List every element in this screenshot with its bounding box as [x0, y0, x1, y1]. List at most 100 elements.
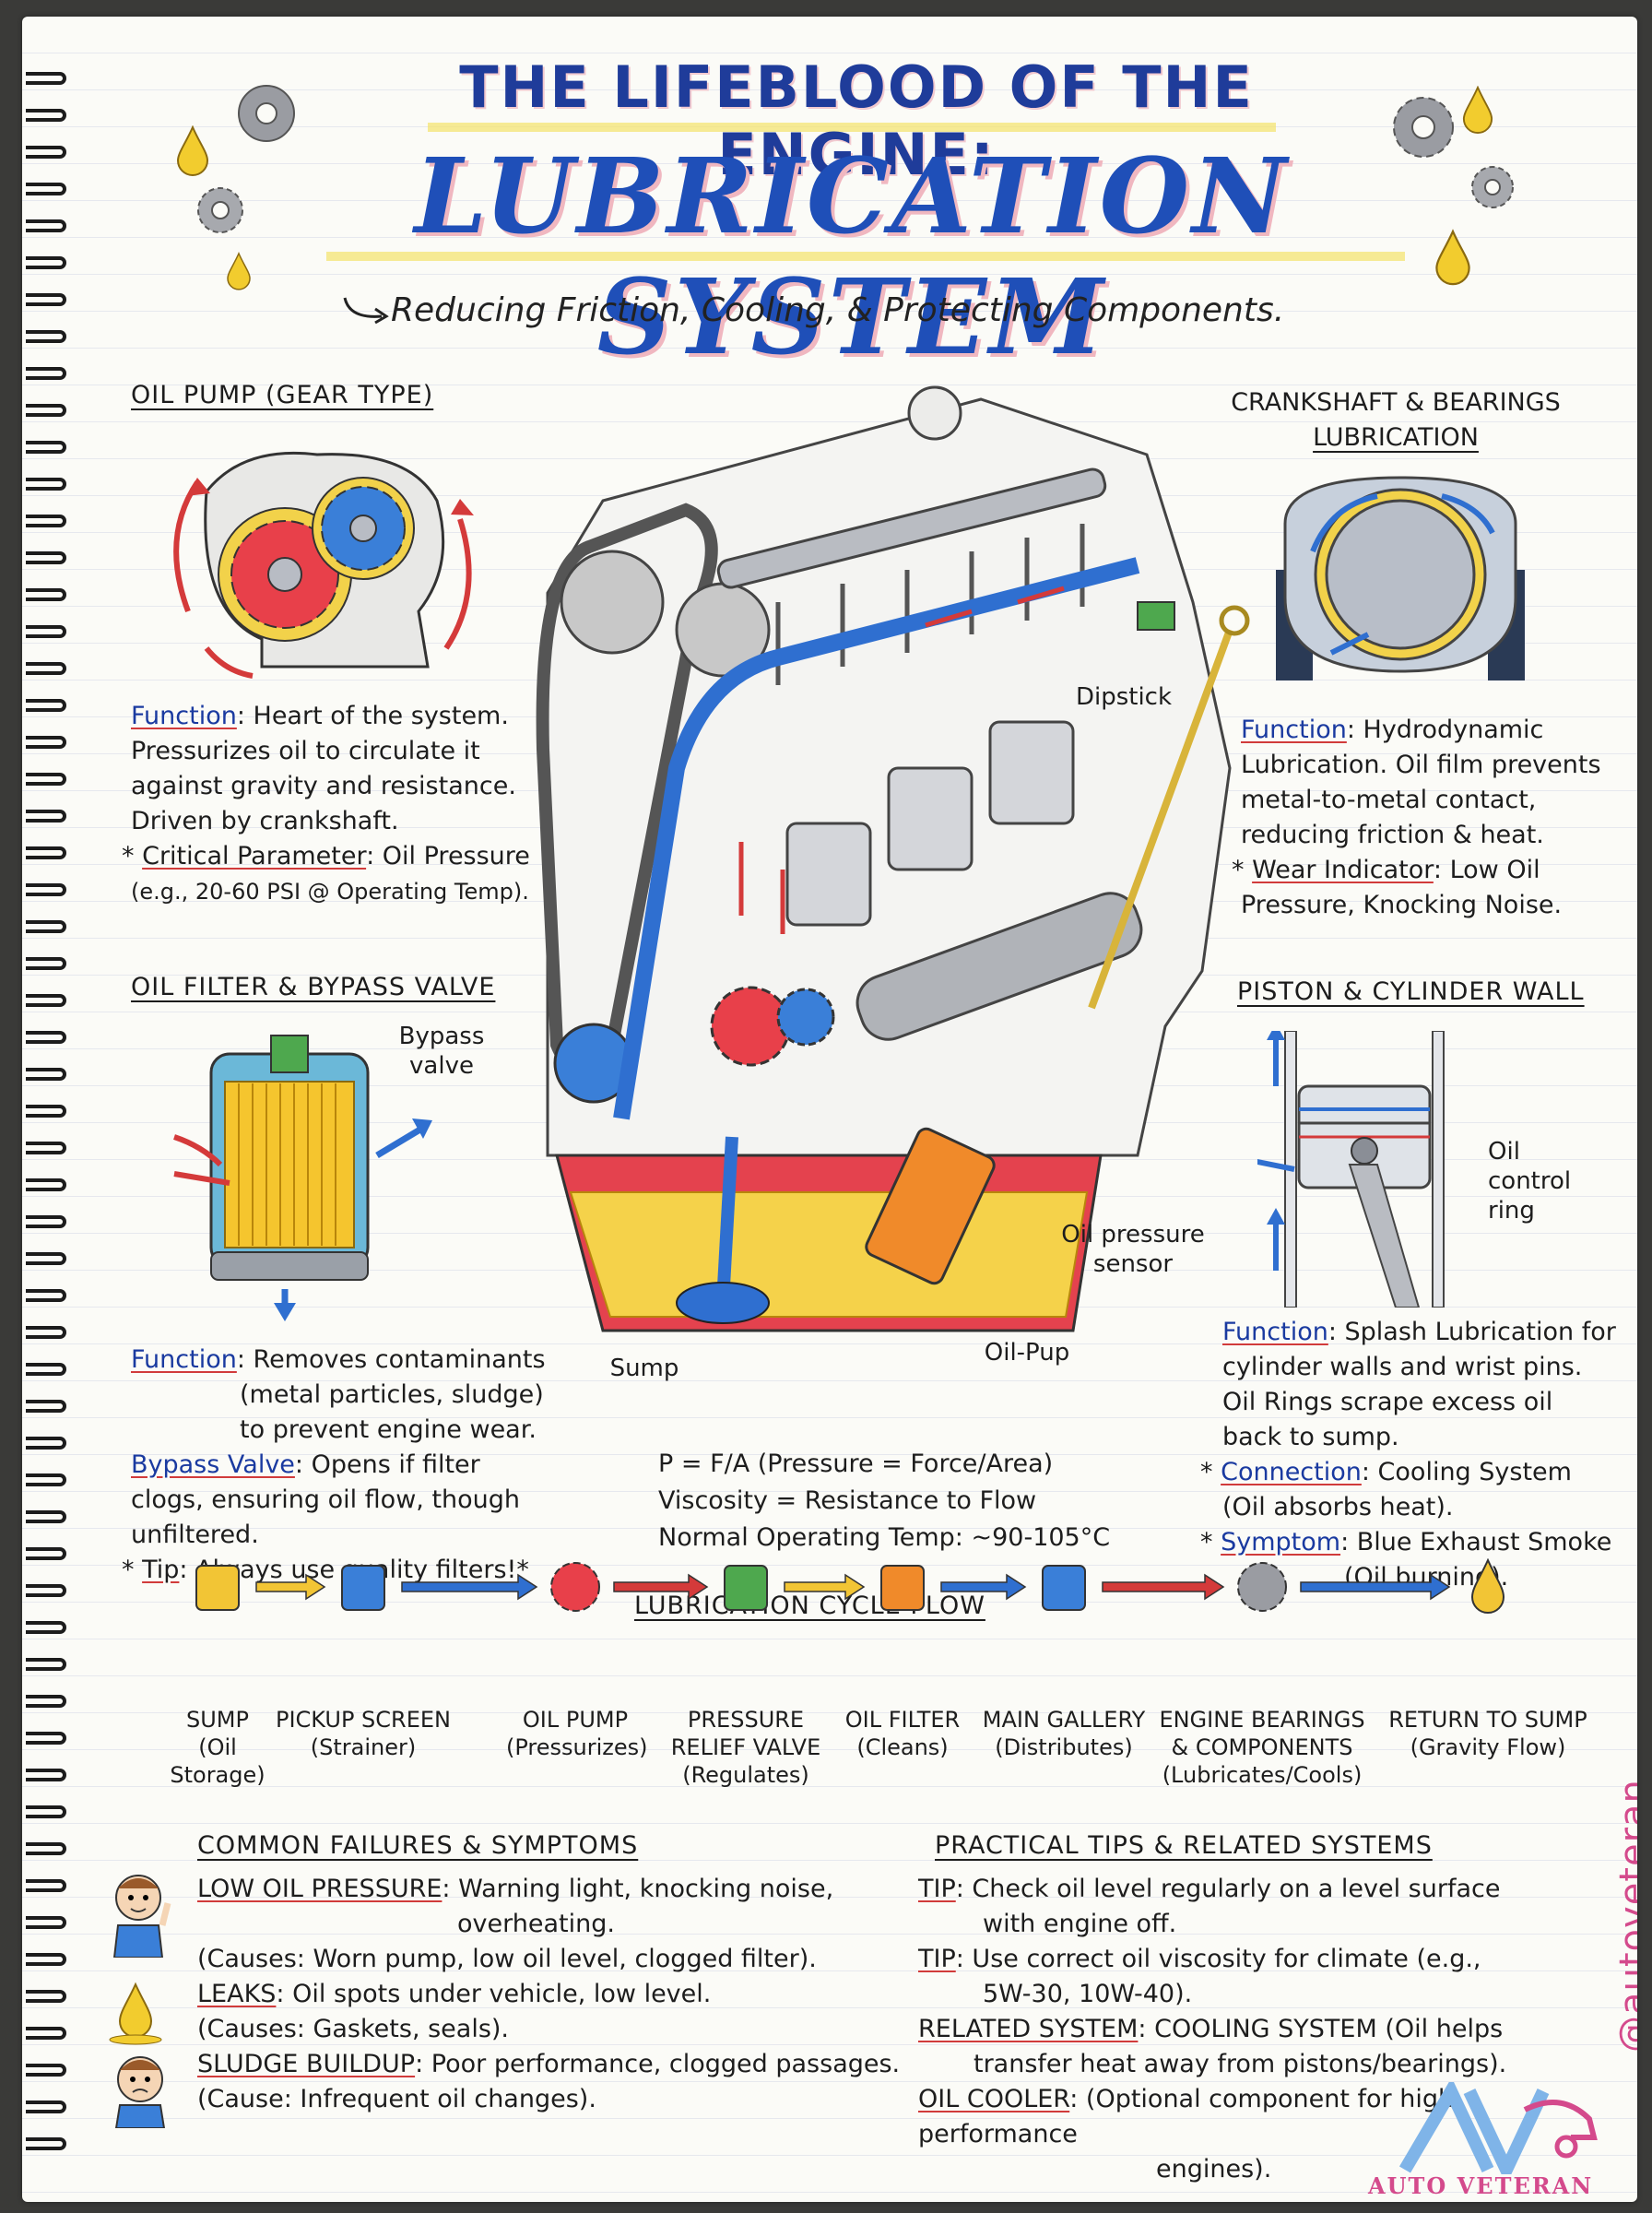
page-title-main: LUBRICATION SYSTEM: [414, 136, 1290, 378]
flow-step: SUMP(Oil Storage): [148, 1706, 287, 1789]
flow-step: MAIN GALLERY(Distributes): [976, 1706, 1151, 1761]
sump-label: Sump: [609, 1355, 679, 1382]
spiral-ring: [26, 1473, 66, 1486]
flow-step: OIL PUMP(Pressurizes): [506, 1706, 648, 1761]
spiral-ring: [26, 72, 66, 85]
oil-pressure-sensor-label: Oil pressure sensor: [1061, 1221, 1205, 1278]
spiral-ring: [26, 920, 66, 933]
spiral-ring: [26, 256, 66, 269]
spiral-ring: [26, 1953, 66, 1966]
flow-step-subtitle: (Distributes): [995, 1734, 1133, 1760]
person-pointing-icon: [112, 1875, 171, 1958]
crankshaft-bearing-illustration: [1276, 476, 1525, 680]
spiral-ring: [26, 1879, 66, 1892]
flow-step-subtitle: (Oil Storage): [170, 1734, 266, 1788]
spiral-ring: [26, 146, 66, 159]
flow-step-subtitle: (Lubricates/Cools): [1162, 1762, 1363, 1788]
page-subtitle: Reducing Friction, Cooling, & Protecting…: [391, 291, 1285, 329]
spiral-ring: [26, 773, 66, 786]
pickup-screen-icon: [341, 1565, 385, 1611]
spiral-ring: [26, 588, 66, 601]
flow-step-title: PICKUP SCREEN: [275, 1707, 452, 1733]
spiral-ring: [26, 404, 66, 417]
title-highlight: [428, 123, 1276, 132]
oil-filter-illustration: [173, 1035, 432, 1321]
flow-step-title: OIL FILTER: [844, 1707, 961, 1733]
oil-filter-icon: [880, 1565, 925, 1611]
spiral-ring: [26, 1732, 66, 1745]
spiral-ring: [26, 2027, 66, 2040]
spiral-ring: [26, 1842, 66, 1855]
flow-step-subtitle: (Strainer): [310, 1734, 417, 1760]
flow-step-title: SUMP: [186, 1707, 249, 1733]
spiral-ring: [26, 2064, 66, 2077]
arrow-icon: [343, 297, 389, 325]
worried-person-icon: [114, 2056, 166, 2128]
spiral-ring: [26, 699, 66, 712]
notebook-page: THE LIFEBLOOD OF THE ENGINE: LUBRICATION…: [22, 17, 1637, 2202]
flow-arrow-icon: [613, 1573, 709, 1601]
failures-list: LOW OIL PRESSURE: Warning light, knockin…: [197, 1875, 901, 2113]
title-highlight: [326, 252, 1405, 261]
spiral-ring: [26, 625, 66, 638]
spiral-ring: [26, 1769, 66, 1781]
crankshaft-description: Function: Hydrodynamic Lubrication. Oil …: [1232, 716, 1601, 919]
page-title: THE LIFEBLOOD OF THE ENGINE:: [459, 53, 1254, 188]
spiral-ring: [26, 1805, 66, 1818]
spiral-ring: [26, 957, 66, 970]
spiral-ring: [26, 551, 66, 564]
spiral-ring: [26, 662, 66, 675]
piston-heading: PISTON & CYLINDER WALL: [1237, 977, 1585, 1006]
gear-icon: [197, 187, 243, 233]
spiral-ring: [26, 1916, 66, 1929]
spiral-ring: [26, 1363, 66, 1376]
spiral-ring: [26, 1584, 66, 1597]
spiral-binding: [22, 72, 68, 2193]
oil-drop-icon: [1435, 229, 1470, 286]
spiral-ring: [26, 367, 66, 380]
spiral-ring: [26, 1031, 66, 1044]
bypass-valve-label: Bypass valve: [398, 1023, 485, 1080]
flow-step-title: OIL PUMP: [522, 1707, 629, 1733]
spiral-ring: [26, 994, 66, 1007]
flow-step: PRESSURE RELIEF VALVE(Regulates): [663, 1706, 829, 1789]
spiral-ring: [26, 1215, 66, 1228]
oil-filter-heading: OIL FILTER & BYPASS VALVE: [131, 973, 496, 1001]
spiral-ring: [26, 109, 66, 122]
flow-step: ENGINE BEARINGS & COMPONENTS(Lubricates/…: [1151, 1706, 1373, 1789]
formulas-block: P = F/A (Pressure = Force/Area) Viscosit…: [658, 1450, 1111, 1552]
spiral-ring: [26, 441, 66, 454]
flow-arrow-icon: [940, 1573, 1027, 1601]
flow-step: OIL FILTER(Cleans): [843, 1706, 962, 1761]
oil-drop-icon: [1462, 86, 1493, 134]
oil-drop-icon: [227, 252, 251, 290]
spiral-ring: [26, 1510, 66, 1523]
spiral-ring: [26, 736, 66, 749]
spiral-ring: [26, 1289, 66, 1302]
spiral-ring: [26, 1658, 66, 1671]
oil-drop-icon: [176, 125, 209, 176]
spiral-ring: [26, 846, 66, 859]
spiral-ring: [26, 1547, 66, 1560]
spiral-ring: [26, 1695, 66, 1708]
flow-step: RETURN TO SUMP(Gravity Flow): [1386, 1706, 1589, 1761]
spiral-ring: [26, 810, 66, 822]
gear-icon: [1471, 166, 1514, 208]
piston-cylinder-illustration: [1257, 1031, 1445, 1308]
spiral-ring: [26, 1142, 66, 1154]
flow-step-title: PRESSURE RELIEF VALVE: [670, 1707, 821, 1760]
flow-step-title: ENGINE BEARINGS & COMPONENTS: [1159, 1707, 1365, 1760]
spiral-ring: [26, 1178, 66, 1191]
spiral-ring: [26, 1326, 66, 1339]
oil-filter-description: Function: Removes contaminants (metal pa…: [122, 1345, 546, 1584]
failures-heading: COMMON FAILURES & SYMPTOMS: [197, 1831, 639, 1860]
oil-control-ring-label: Oil control ring: [1488, 1138, 1572, 1225]
flow-step-subtitle: (Gravity Flow): [1410, 1734, 1566, 1760]
spiral-ring: [26, 2137, 66, 2150]
spiral-ring: [26, 478, 66, 491]
flow-arrow-icon: [1102, 1573, 1225, 1601]
flow-arrow-icon: [255, 1573, 326, 1601]
tips-list: TIP: Check oil level regularly on a leve…: [918, 1875, 1507, 2183]
sump-icon: [195, 1565, 240, 1611]
main-gallery-icon: [1042, 1565, 1086, 1611]
